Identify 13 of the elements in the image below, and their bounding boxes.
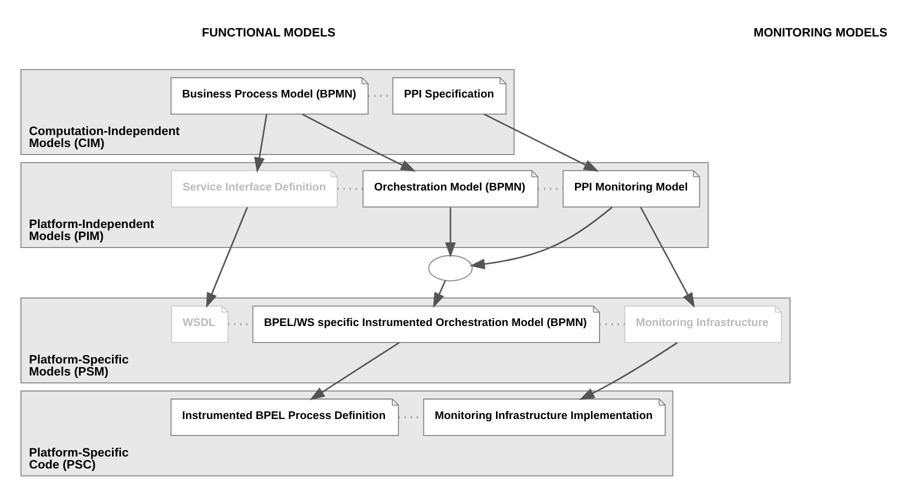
arrow [470,206,613,269]
arrow [433,280,446,308]
arrow [445,206,456,258]
arrow [206,206,248,308]
node-ellipse [428,254,473,281]
label: MONITORING MODELS [754,24,888,39]
arrow [640,206,695,308]
arrow [579,342,678,400]
arrow [484,113,599,172]
arrow [310,341,400,400]
arrow [302,113,416,172]
label: FUNCTIONAL MODELS [202,24,336,39]
arrow [254,114,268,172]
